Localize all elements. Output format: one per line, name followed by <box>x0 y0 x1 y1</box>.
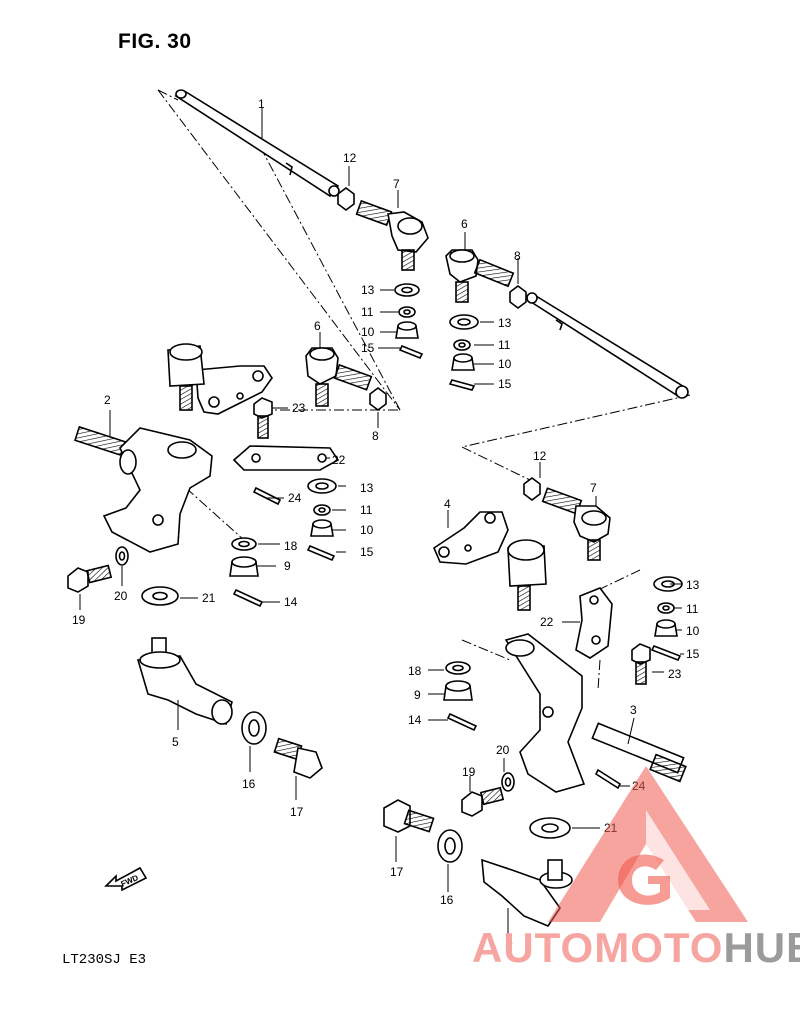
hardware-stack-mid <box>252 478 337 562</box>
callout-22: 22 <box>540 615 554 629</box>
callout-15: 15 <box>498 377 512 391</box>
callout-23: 23 <box>668 667 682 681</box>
tie-rod-end-6-left <box>305 347 373 407</box>
callout-10: 10 <box>498 357 512 371</box>
callout-11: 11 <box>360 503 373 517</box>
hardware-stack-top <box>394 283 424 360</box>
callout-18: 18 <box>408 664 422 678</box>
forward-arrow-icon: FWD <box>104 866 148 892</box>
hardware-stack-right-lower <box>650 576 683 662</box>
watermark-text-automoto: AUTOMOTO <box>472 924 724 971</box>
callout-22: 22 <box>332 453 346 467</box>
callout-11: 11 <box>361 305 374 319</box>
callout-7: 7 <box>393 177 400 191</box>
callout-11: 11 <box>686 602 699 616</box>
callout-24: 24 <box>288 491 302 505</box>
watermark-text-hub: HUB <box>723 924 800 971</box>
tie-rod-lower <box>526 292 689 399</box>
callout-16: 16 <box>242 777 256 791</box>
callout-17: 17 <box>290 805 304 819</box>
tie-rod-end-7-upper <box>355 199 429 271</box>
figure-title: FIG. 30 <box>118 30 192 53</box>
steering-knuckle-2 <box>74 425 213 553</box>
callout-10: 10 <box>686 624 700 638</box>
watermark-text: AUTOMOTOHUB <box>472 924 800 972</box>
ball-joint-5-left <box>136 637 233 726</box>
callout-20: 20 <box>114 589 128 603</box>
callout-13: 13 <box>498 316 512 330</box>
lock-nut-12-upper <box>337 187 355 211</box>
callout-23: 23 <box>292 401 306 415</box>
steering-knuckle-3 <box>504 633 687 793</box>
callout-12: 12 <box>343 151 357 165</box>
callout-9: 9 <box>414 688 421 702</box>
callout-13: 13 <box>361 283 375 297</box>
callout-20: 20 <box>496 743 510 757</box>
knuckle-arm-22-left <box>232 445 340 471</box>
callout-12: 12 <box>533 449 547 463</box>
callout-2: 2 <box>104 393 111 407</box>
lock-nut-12-lower <box>523 477 541 501</box>
callout-8: 8 <box>514 249 521 263</box>
hardware-stack-left-lower <box>229 537 264 608</box>
callout-6: 6 <box>314 319 321 333</box>
callout-8: 8 <box>372 429 379 443</box>
bolt-23-right <box>631 643 651 685</box>
callout-19: 19 <box>462 765 476 779</box>
callout-5: 5 <box>172 735 179 749</box>
callout-17: 17 <box>390 865 404 879</box>
callout-1: 1 <box>258 97 265 111</box>
callout-21: 21 <box>202 591 216 605</box>
hardware-stack-right <box>448 314 479 391</box>
automotohub-logo-icon <box>548 766 748 922</box>
hardware-16-17-left <box>241 711 323 779</box>
callout-18: 18 <box>284 539 298 553</box>
knuckle-arm-22-right <box>575 587 613 659</box>
callout-labels: 1127681311101513111015623822224131110151… <box>72 97 700 949</box>
callout-11: 11 <box>498 338 511 352</box>
callout-3: 3 <box>630 703 637 717</box>
callout-19: 19 <box>72 613 86 627</box>
callout-16: 16 <box>440 893 454 907</box>
callout-13: 13 <box>360 481 374 495</box>
callout-10: 10 <box>361 325 375 339</box>
steering-arm-upper-left <box>167 343 273 415</box>
bolt-23-left <box>253 397 273 439</box>
hardware-stack-center <box>443 661 478 732</box>
steering-arm-4-right <box>433 511 547 611</box>
callout-10: 10 <box>360 523 374 537</box>
callout-7: 7 <box>590 481 597 495</box>
callout-15: 15 <box>361 341 375 355</box>
model-code: LT230SJ E3 <box>62 952 147 968</box>
leader-lines <box>79 108 684 936</box>
tie-rod-end-6-upper <box>445 249 515 303</box>
hardware-left-bolts <box>67 546 179 606</box>
callout-13: 13 <box>686 578 700 592</box>
hardware-right-bolts <box>461 768 622 839</box>
hardware-bottom-right <box>383 799 573 927</box>
callout-5: 5 <box>506 935 513 949</box>
lock-nut-8-right <box>509 285 527 309</box>
callout-15: 15 <box>686 647 700 661</box>
callout-6: 6 <box>461 217 468 231</box>
callout-9: 9 <box>284 559 291 573</box>
tie-rod-end-7-lower <box>541 487 611 561</box>
callout-15: 15 <box>360 545 374 559</box>
lock-nut-8-left <box>369 387 387 411</box>
tie-rod-upper <box>174 89 340 198</box>
callout-14: 14 <box>408 713 422 727</box>
callout-4: 4 <box>444 497 451 511</box>
callout-14: 14 <box>284 595 298 609</box>
